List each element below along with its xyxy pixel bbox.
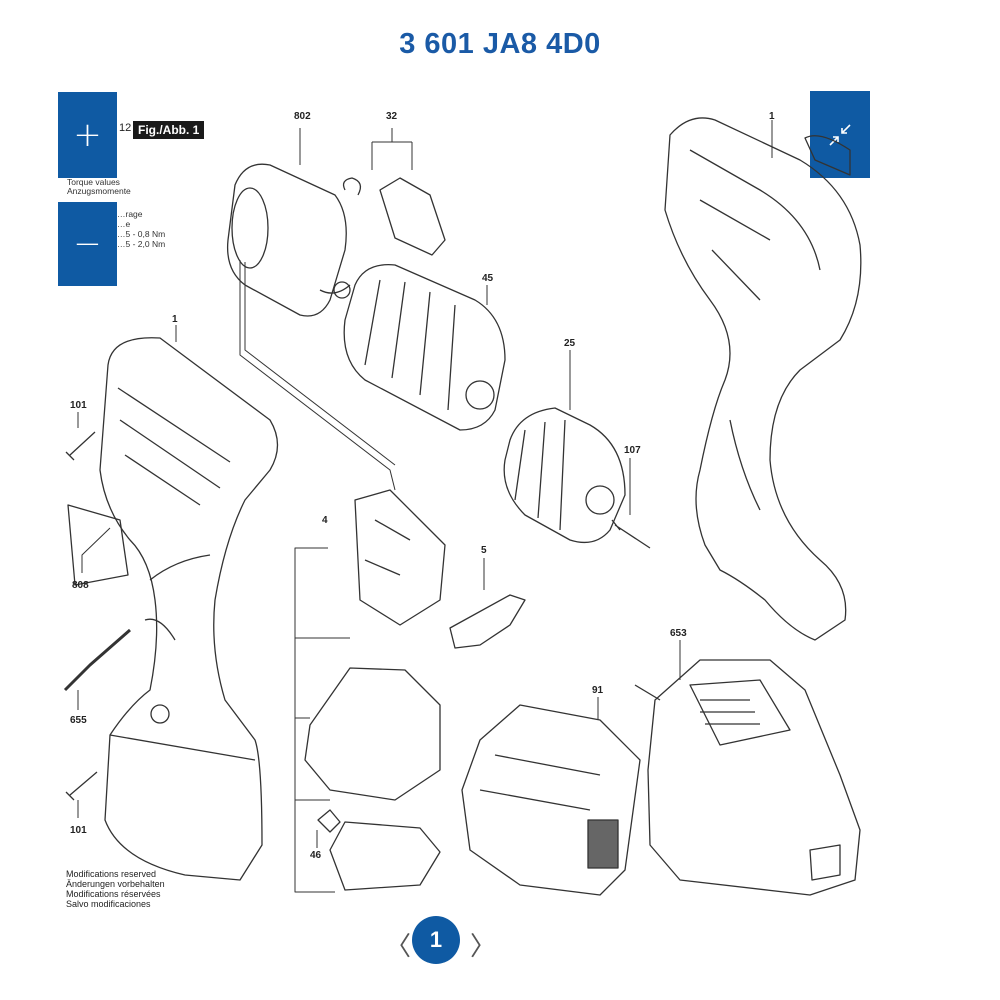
gearbox: [343, 264, 506, 431]
part-number-101-bottom: 101: [70, 825, 87, 836]
torque-line: …5 - 2,0 Nm: [117, 239, 166, 249]
modifications-note: Modifications reserved: [66, 869, 157, 879]
part-number-46: 46: [310, 850, 322, 861]
part-number-25: 25: [564, 338, 576, 349]
torque-line: …e: [117, 219, 131, 229]
chuck: [503, 407, 626, 544]
battery-holder: [304, 667, 441, 801]
part-number-1-left: 1: [172, 314, 178, 325]
part-number-101-top: 101: [70, 400, 87, 411]
zoom-out-button[interactable]: −: [58, 202, 117, 286]
next-page-button[interactable]: 〉: [470, 932, 497, 962]
part-number-653: 653: [670, 628, 687, 639]
part-number-802: 802: [294, 111, 311, 122]
switch: [354, 489, 446, 626]
torque-line: Torque values: [67, 177, 120, 187]
housing-left: [99, 337, 279, 881]
motor: [226, 163, 347, 317]
part-number-45: 45: [482, 273, 494, 284]
collapse-button[interactable]: [810, 91, 870, 178]
page-title: 3 601 JA8 4D0: [399, 28, 601, 60]
part-number-1-right: 1: [769, 111, 775, 122]
housing-right: [664, 117, 862, 641]
part-number-4: 4: [322, 515, 328, 526]
modifications-note: Salvo modificaciones: [66, 899, 151, 909]
torque-line: Anzugsmomente: [67, 186, 131, 196]
previous-page-button[interactable]: 〈: [385, 932, 412, 962]
modifications-note: Änderungen vorbehalten: [66, 879, 165, 889]
torque-line: …5 - 0,8 Nm: [117, 229, 166, 239]
part-number-5: 5: [481, 545, 487, 556]
current-page-indicator[interactable]: 1: [412, 916, 460, 964]
part-number-107: 107: [624, 445, 641, 456]
figure-label: Fig./Abb. 1: [133, 121, 205, 139]
modifications-note: Modifications réservées: [66, 889, 161, 899]
charger: [647, 659, 861, 896]
part-number-91: 91: [592, 685, 604, 696]
part-number-32: 32: [386, 111, 398, 122]
figure-prefix: 12: [119, 122, 132, 134]
battery-pack: [461, 704, 641, 896]
part-number-808: 808: [72, 580, 89, 591]
zoom-in-button[interactable]: +: [58, 92, 117, 178]
torque-line: …rage: [117, 209, 143, 219]
part-number-655: 655: [70, 715, 87, 726]
